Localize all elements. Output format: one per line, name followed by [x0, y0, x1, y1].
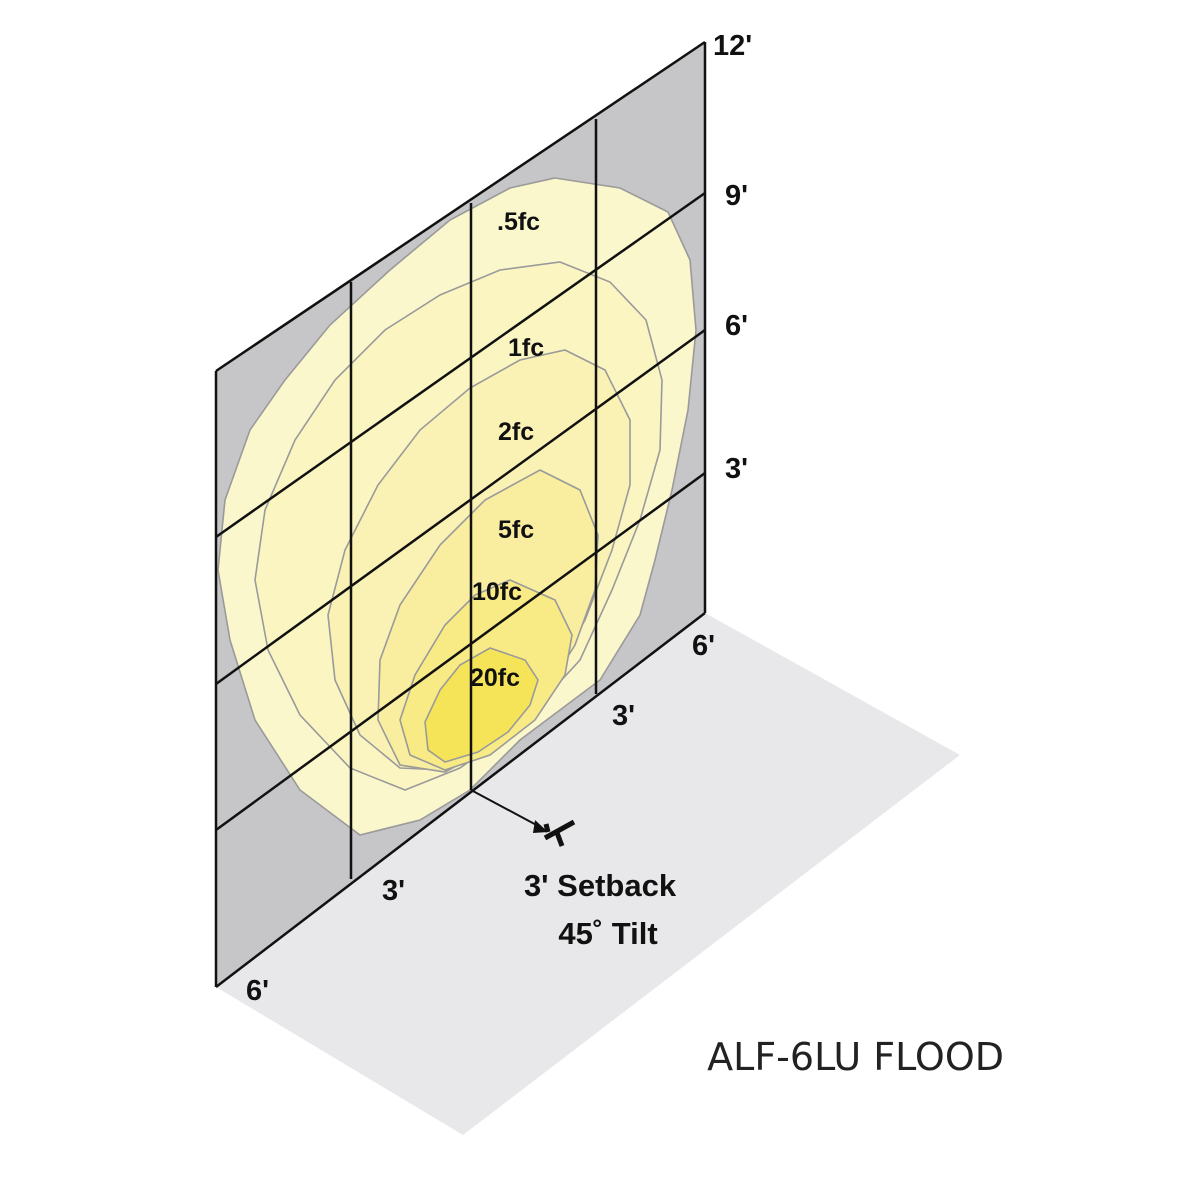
- fc-label-1: 1fc: [508, 334, 544, 362]
- width-label-3: 3': [382, 875, 405, 907]
- wall-grid: [214, 40, 707, 988]
- fc-label-5: 5fc: [498, 516, 534, 544]
- fixture-icon: [543, 819, 576, 847]
- height-label-12: 12': [713, 30, 752, 62]
- fc-label-0-5: .5fc: [497, 208, 540, 236]
- setback-note: 3' Setback: [524, 868, 677, 903]
- fixture-aim-line: [470, 789, 548, 833]
- height-label-3: 3': [725, 453, 748, 485]
- depth-label-3: 3': [612, 700, 635, 732]
- height-label-9: 9': [725, 180, 748, 212]
- contour-20fc: [424, 647, 539, 763]
- depth-label-6: 6': [692, 630, 715, 662]
- product-caption: ALF-6LU FLOOD: [707, 1035, 1004, 1079]
- width-label-6: 6': [246, 975, 269, 1007]
- fc-label-20: 20fc: [470, 664, 520, 692]
- floor-plane: [216, 613, 960, 1135]
- tilt-note: 45˚ Tilt: [558, 916, 657, 951]
- fc-label-10: 10fc: [472, 578, 522, 606]
- height-label-6: 6': [725, 310, 748, 342]
- isofootcandle-contours: [217, 177, 697, 836]
- fc-label-2: 2fc: [498, 418, 534, 446]
